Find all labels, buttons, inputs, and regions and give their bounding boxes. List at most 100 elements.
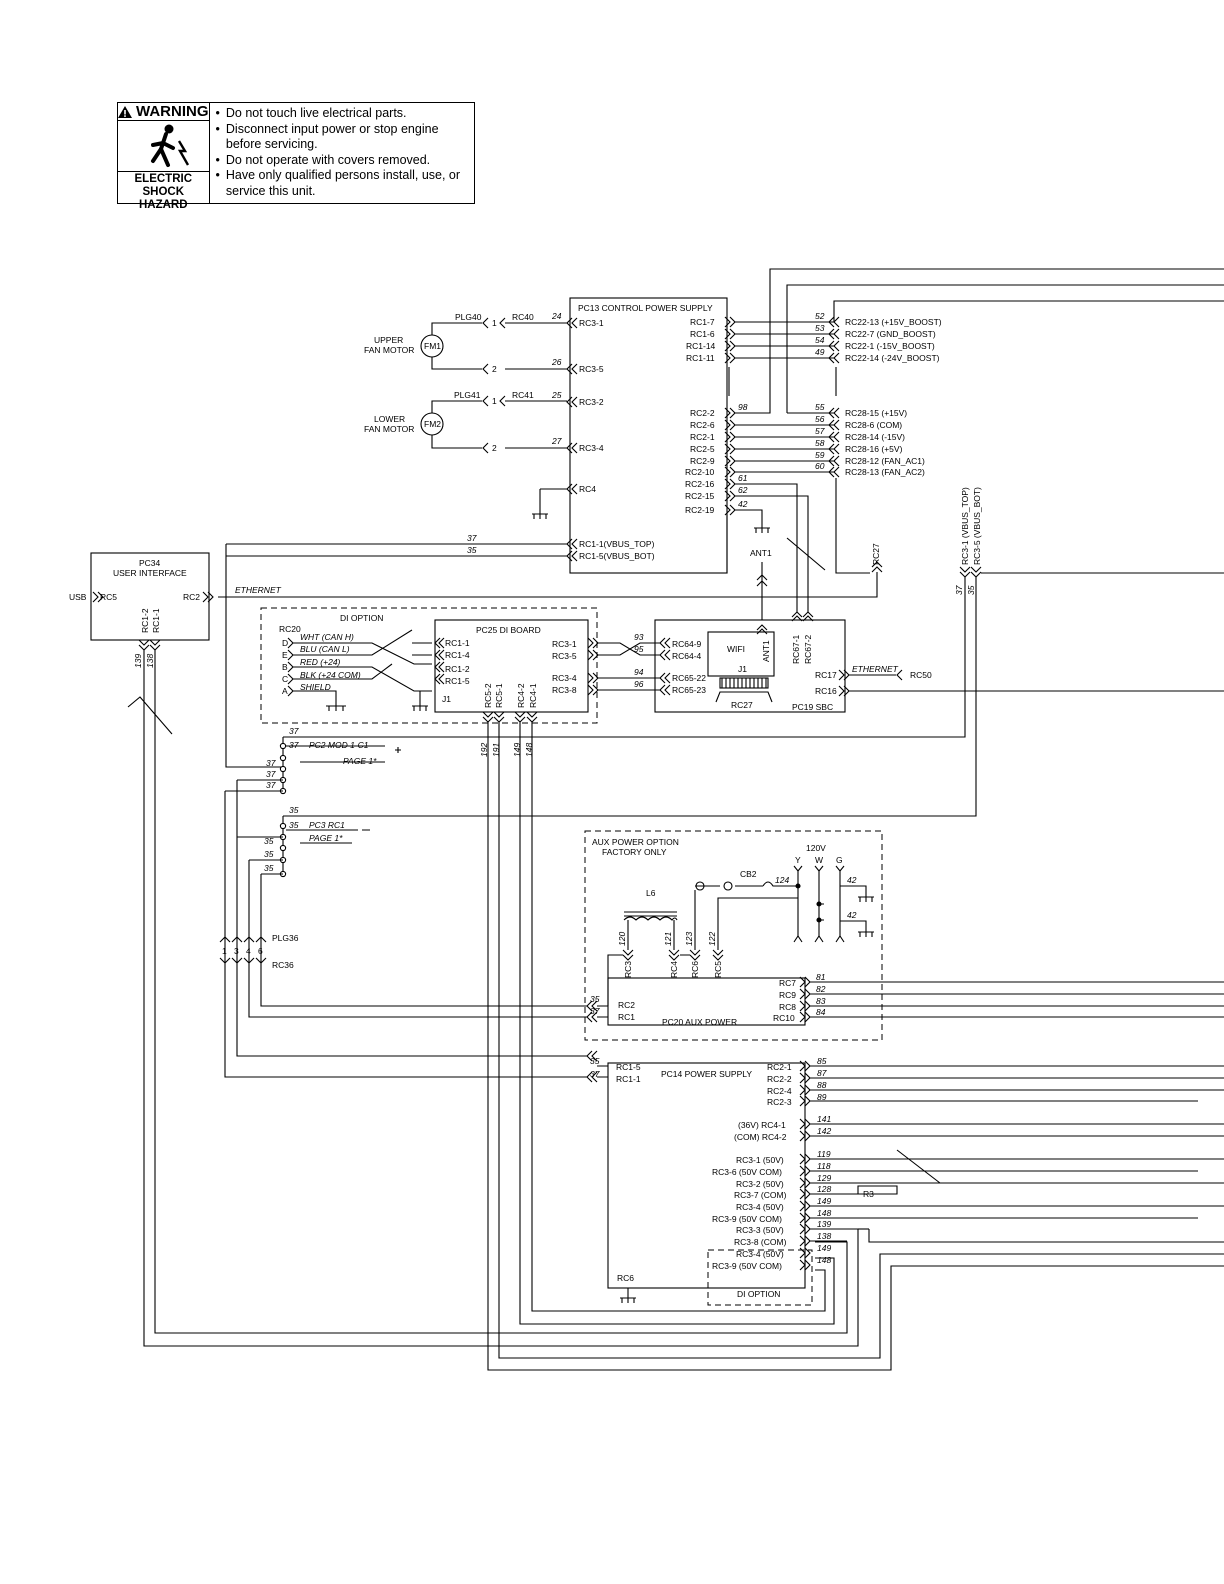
wire-number: 118 [817,1161,831,1171]
pc25-pin: RC3-5 [552,651,577,661]
wire-number: 82 [816,984,826,994]
wire-number: 54 [815,335,825,345]
pc14-pin: RC2-1 [767,1062,792,1072]
wire-number: 58 [815,438,825,448]
r3-label: R3 [863,1189,874,1199]
plg36-pin: 1 [222,946,227,956]
di-wire: BLU (CAN L) [300,644,350,654]
pc13-pin: RC1-1(VBUS_TOP) [579,539,655,549]
pc13-right-wires: 52 53 54 49 98 55 56 57 58 59 60 61 62 4… [738,311,825,509]
pc13-pin: RC2-1 [690,432,715,442]
pc14-right-wires: 85 87 88 89 141 142 119 118 129 128 149 … [817,1056,831,1241]
dest-pin: RC22-13 (+15V_BOOST) [845,317,942,327]
ethernet-label: ETHERNET [852,664,899,674]
wire-number: 191 [491,743,501,757]
fm2-label: FM2 [424,419,441,429]
aux-pin: RC8 [779,1002,796,1012]
wire-number: 42 [738,499,748,509]
warning-left-panel: WARNING ELECTRIC SHOCK HAZARD [118,103,210,211]
pc25-j1: J1 [442,694,451,704]
pc20-title: PC20 AUX POWER [662,1017,737,1027]
wire-number: 192 [479,743,489,757]
pc13-pin: RC1-5(VBUS_BOT) [579,551,655,561]
wire-number: 88 [817,1080,827,1090]
pc25-pin: RC3-8 [552,685,577,695]
di-letter: B [282,662,288,672]
pc25-wiring [482,637,1224,1371]
aux-pin: RC6 [690,961,700,978]
wire-number: 148 [817,1208,831,1218]
wire-number: 35 [289,805,299,815]
plg36-pin: 6 [258,946,263,956]
wire-number: 62 [738,485,748,495]
wire-number: 148 [817,1255,831,1265]
pc19-pin: RC64-4 [672,651,702,661]
aux-pin: RC4 [669,961,679,978]
wifi-module [707,631,775,677]
pc14-pin: RC2-3 [767,1097,792,1107]
aux-io-wiring [586,976,1224,1023]
wire-number: 138 [145,654,155,668]
pc13-pin: RC3-1 [579,318,604,328]
wire-number: 35 [590,1056,600,1066]
wifi-connector [715,611,1224,703]
vbus-pin: RC3-5 (VBUS_BOT) [972,487,982,565]
wire-number: 128 [817,1184,831,1194]
wire-number: 37 [289,740,299,750]
wire-number: 35 [264,863,274,873]
pc25-box [434,619,589,713]
pc13-right-connectors [570,268,1224,612]
pc19-rc27: RC27 [731,700,753,710]
pc25-pin: RC3-1 [552,639,577,649]
wire-number: 37 [467,533,477,543]
wire-number: 42 [847,910,857,920]
pc19-pin: RC64-9 [672,639,702,649]
wire-number: 55 [815,402,825,412]
pc2-reference: PC2 MOD 1-C1 [309,740,369,750]
wire-number: 96 [634,679,644,689]
pc25-pin: RC1-5 [445,676,470,686]
aux-pin: RC3 [623,961,633,978]
pc34-subtitle: USER INTERFACE [113,568,187,578]
electric-shock-icon [118,121,209,171]
pc14-pin: RC3-9 (50V COM) [712,1214,782,1224]
wire-number: 27 [551,436,562,446]
pc14-di-option-box [707,1249,813,1306]
aux-pin: RC1 [618,1012,635,1022]
wire-number: 93 [634,632,644,642]
wire-number: 123 [684,932,694,946]
pc14-pin: RC3-4 (50V) [736,1202,784,1212]
wire-number: 141 [817,1114,831,1124]
pc13-pin: RC2-16 [685,479,715,489]
wire-number: 120 [617,932,627,946]
aux-title: AUX POWER OPTION [592,837,679,847]
rc20-label: RC20 [279,624,301,634]
usb-label: USB [69,592,87,602]
pc14-pin: RC1-5 [616,1062,641,1072]
pc13-pin: RC3-4 [579,443,604,453]
plg40-label: PLG40 [455,312,482,322]
aux-w: W [815,855,823,865]
wire-number: 49 [815,347,825,357]
warning-item: Do not touch live electrical parts. [216,106,475,122]
wire-number: 37 [954,585,964,595]
pc25-pin: RC1-1 [445,638,470,648]
rc27-connector [218,561,883,598]
di-option-box [260,607,598,724]
di-wire: BLK (+24 COM) [300,670,361,680]
dest-pin: RC28-13 (FAN_AC2) [845,467,925,477]
warning-title: WARNING [136,103,209,120]
wire-number: 142 [817,1126,831,1136]
wire-number: 87 [817,1068,827,1078]
pc13-left-connectors [566,317,578,562]
wire-number: 56 [815,414,825,424]
pc14-pin: RC3-3 (50V) [736,1225,784,1235]
pc3-reference: PC3 RC1 [309,820,345,830]
warning-item: Have only qualified persons install, use… [216,168,475,199]
pc19-pin: RC65-22 [672,673,706,683]
fan-wiring [431,317,567,519]
pc14-di-title: DI OPTION [737,1289,780,1299]
page-reference: PAGE 1* [343,756,377,766]
pc14-title: PC14 POWER SUPPLY [661,1069,752,1079]
ant1-connector [756,537,826,620]
